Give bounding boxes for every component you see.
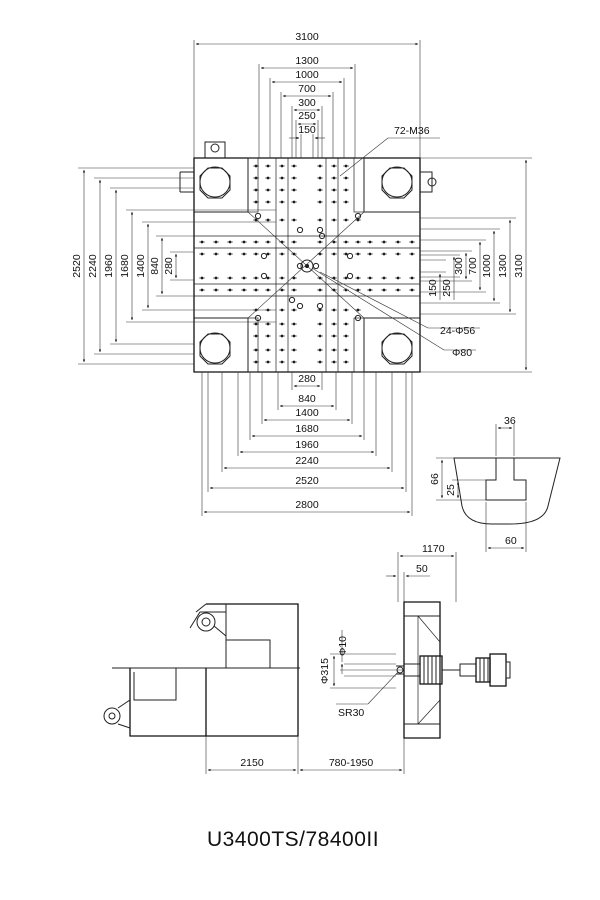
hole-56 <box>316 226 324 234</box>
bottom-dim-2: 840 <box>298 393 316 405</box>
right-dim-2: 1300 <box>497 254 509 278</box>
platen-bottom-dimensions: 280 840 1400 1680 1960 2240 2520 2800 <box>201 372 413 516</box>
tapped-holes-m36 <box>199 164 415 364</box>
right-dim-4: 700 <box>467 257 479 275</box>
bottom-dim-5: 1960 <box>295 439 319 451</box>
right-dim-7: 150 <box>427 279 439 297</box>
hole-56 <box>312 262 320 270</box>
left-dim-6: 840 <box>149 257 161 275</box>
tie-bar-bottom-left <box>199 332 231 365</box>
sphere-radius: SR30 <box>338 707 364 719</box>
hole-56 <box>316 302 324 310</box>
nozzle-body <box>419 655 443 685</box>
bottom-dim-1: 280 <box>298 373 316 385</box>
side-top-dim-1: 1170 <box>422 543 445 555</box>
top-dim-1: 3100 <box>295 31 319 43</box>
top-dim-7: 150 <box>298 124 316 136</box>
hole-56 <box>346 252 354 260</box>
side-top-dim-2: 50 <box>416 563 428 575</box>
mounting-holes-56 <box>254 212 362 322</box>
left-dim-3: 1960 <box>103 254 115 278</box>
platen-top-dimensions: 3100 1300 1000 700 300 250 150 <box>193 31 421 158</box>
upper-pivot <box>196 612 216 632</box>
lug-right <box>420 171 433 193</box>
platen-right-dimensions: 3100 1300 1000 700 300 250 150 <box>420 157 532 373</box>
top-dim-2: 1300 <box>295 55 319 67</box>
tslot-detail: 36 66 25 60 <box>429 415 561 552</box>
tslot-bottom-width: 60 <box>505 535 517 547</box>
callout-center: Φ80 <box>311 267 476 359</box>
hole-56 <box>296 302 304 310</box>
tie-bar-top-left <box>199 166 231 199</box>
callout-holes: 24-Φ56 <box>319 271 480 337</box>
hole-56 <box>354 314 362 322</box>
top-dim-5: 300 <box>298 97 316 109</box>
hole-56 <box>354 212 362 220</box>
nozzle-tip <box>396 666 404 674</box>
tie-bar-top-right <box>381 166 413 199</box>
phi-nozzle: Φ10 <box>337 636 349 656</box>
platen-left-dimensions: 2520 2240 1960 1680 1400 840 280 <box>71 167 276 365</box>
top-dim-6: 250 <box>298 110 316 122</box>
right-dim-3: 1000 <box>481 254 493 278</box>
bottom-dim-4: 1680 <box>295 423 319 435</box>
left-dim-2: 2240 <box>87 254 99 278</box>
hole-56 <box>318 232 326 240</box>
tslot-depth-inner: 25 <box>445 484 457 496</box>
hole-56 <box>254 212 262 220</box>
left-dim-5: 1400 <box>135 254 147 278</box>
callout-center-label: Φ80 <box>452 347 472 359</box>
bottom-dim-7: 2520 <box>295 475 319 487</box>
side-bottom-dim-2: 780-1950 <box>329 757 374 769</box>
side-bottom-dim-1: 2150 <box>240 757 264 769</box>
left-dim-4: 1680 <box>119 254 131 278</box>
hole-56 <box>260 272 268 280</box>
tslot-top-width: 36 <box>504 415 516 427</box>
lug-left <box>179 171 194 193</box>
left-dim-7: 280 <box>163 257 175 275</box>
lifting-lug-top <box>204 141 226 158</box>
right-dim-1: 3100 <box>513 254 525 278</box>
callout-thread-label: 72-M36 <box>394 125 430 137</box>
hole-56 <box>260 252 268 260</box>
right-dim-5: 300 <box>453 257 465 275</box>
side-view: 1170 50 Φ10 Φ315 SR30 2150 780-1950 <box>103 543 511 774</box>
top-dim-3: 1000 <box>295 69 319 81</box>
hole-56 <box>346 272 354 280</box>
left-dim-1: 2520 <box>71 254 83 278</box>
callout-thread: 72-M36 <box>339 125 440 177</box>
bottom-dim-8: 2800 <box>295 499 319 511</box>
drawing-title: U3400TS/78400II <box>207 828 379 851</box>
hole-56 <box>296 262 304 270</box>
hole-56 <box>296 226 304 234</box>
platen-front-view <box>179 141 437 373</box>
tie-bar-bottom-right <box>381 332 413 365</box>
right-dim-6: 250 <box>441 279 453 297</box>
tslot-depth-total: 66 <box>429 473 441 485</box>
bottom-dim-3: 1400 <box>295 407 319 419</box>
lower-pivot <box>103 707 121 725</box>
callout-holes-label: 24-Φ56 <box>440 325 475 337</box>
bottom-dim-6: 2240 <box>295 455 319 467</box>
phi-ring: Φ315 <box>319 658 331 684</box>
fixed-platen <box>403 601 441 739</box>
hole-56 <box>254 314 262 322</box>
hole-56 <box>288 296 296 304</box>
top-dim-4: 700 <box>298 83 316 95</box>
